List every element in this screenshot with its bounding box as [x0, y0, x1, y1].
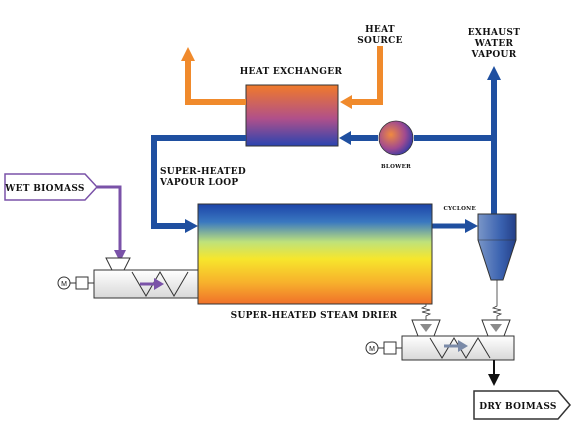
exhaust-label-line2: WATER [474, 39, 514, 49]
cyclone-label: CYCLONE [443, 206, 476, 212]
vapour-loop-label-line2: VAPOUR LOOP [159, 178, 238, 188]
heat-source-label-line1: HEAT [365, 25, 395, 35]
inlet-motor-symbol: M [61, 281, 67, 288]
drier-label: SUPER-HEATED STEAM DRIER [231, 311, 398, 321]
dry-biomass-discharge-line [488, 360, 500, 386]
steam-drier [197, 203, 433, 305]
heat-source-line [340, 46, 383, 109]
outlet-screw-conveyor [401, 335, 515, 361]
vapour-loop-lines [151, 66, 501, 233]
inlet-screw-conveyor [93, 269, 199, 299]
dry-biomass-label: DRY BOIMASS [479, 402, 556, 412]
outlet-motor [365, 341, 402, 355]
wet-biomass-label: WET BIOMASS [4, 184, 85, 194]
cyclone-rotary-valve [491, 280, 503, 320]
exhaust-label-line1: EXHAUST [468, 28, 520, 38]
blower [378, 120, 414, 156]
heat-exchanger-label: HEAT EXCHANGER [240, 67, 343, 77]
blower-label: BLOWER [381, 164, 411, 170]
vapour-loop-label-line1: SUPER-HEATED [160, 167, 246, 177]
inlet-hopper [105, 257, 131, 271]
heat-source-label-line2: SOURCE [357, 36, 403, 46]
dry-biomass-box [473, 390, 571, 420]
outlet-hopper-right [481, 319, 511, 337]
exhaust-label-line3: VAPOUR [470, 50, 516, 60]
heat-out-line [181, 47, 246, 105]
outlet-hopper-left [411, 319, 441, 337]
outlet-motor-symbol: M [369, 346, 375, 353]
wet-biomass-feed-line [97, 185, 126, 262]
heat-exchanger [245, 84, 339, 147]
drier-rotary-valve [420, 304, 432, 320]
wet-biomass-box [4, 173, 99, 201]
cyclone [477, 213, 517, 281]
inlet-motor [57, 276, 94, 290]
